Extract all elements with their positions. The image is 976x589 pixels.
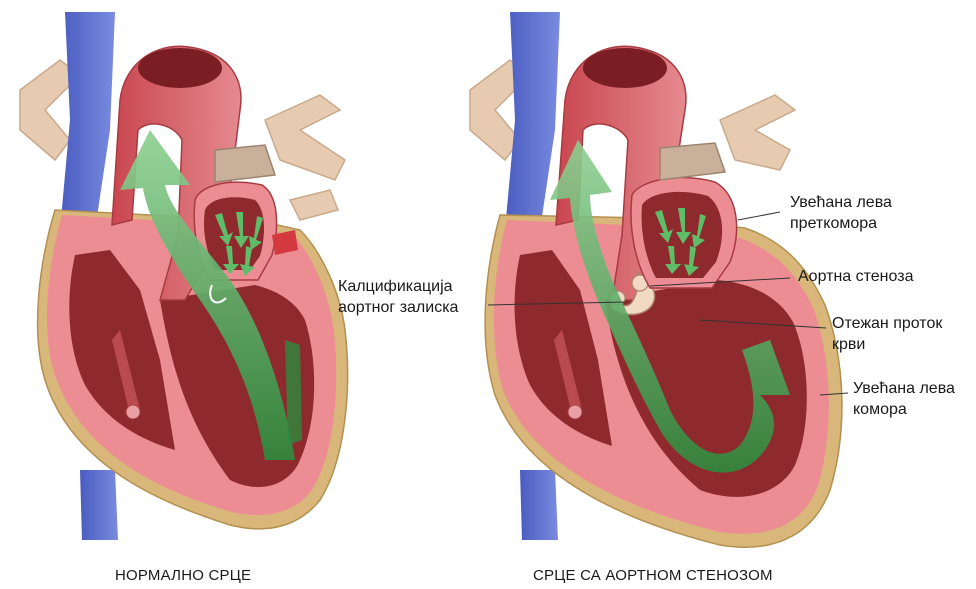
label-restricted-flow-line1: Отежан проток: [832, 313, 942, 334]
label-enlarged-atrium-line2: преткомора: [790, 213, 892, 234]
label-restricted-flow-line2: крви: [832, 334, 942, 355]
vena-cava: [60, 12, 115, 230]
label-calcification-line2: аортног залиска: [338, 297, 458, 318]
label-enlarged-ventricle-line2: комора: [853, 399, 955, 420]
aortic-opening-2: [583, 48, 667, 88]
caption-stenosis-heart: СРЦЕ СА АОРТНОМ СТЕНОЗОМ: [533, 567, 773, 584]
leader-atrium: [738, 212, 780, 220]
label-restricted-flow: Отежан проток крви: [832, 313, 942, 355]
stenosis-heart: [470, 12, 842, 547]
label-calcification: Калцификација аортног залиска: [338, 276, 458, 318]
pulmonary-vein: [215, 145, 275, 182]
label-enlarged-atrium: Увећана лева преткомора: [790, 192, 892, 234]
label-enlarged-ventricle-line1: Увећана лева: [853, 378, 955, 399]
caption-normal-heart: НОРМАЛНО СРЦЕ: [115, 567, 251, 584]
label-enlarged-atrium-line1: Увећана лева: [790, 192, 892, 213]
pulmonary-vessel-right: [265, 95, 345, 180]
label-aortic-stenosis-text: Аортна стеноза: [798, 266, 913, 287]
aortic-opening: [138, 48, 222, 88]
papillary-tip-2: [568, 405, 582, 419]
pulmonary-vessel-right-low: [290, 190, 338, 220]
label-enlarged-ventricle: Увећана лева комора: [853, 378, 955, 420]
vena-cava-lower: [80, 470, 118, 540]
pulmonary-vessel-right-2: [720, 95, 795, 170]
pulmonary-vein-2: [660, 143, 725, 180]
vena-cava-lower-2: [520, 470, 558, 540]
label-calcification-line1: Калцификација: [338, 276, 458, 297]
papillary-tip: [126, 405, 140, 419]
label-aortic-stenosis: Аортна стеноза: [798, 266, 913, 287]
normal-heart: [20, 12, 348, 540]
